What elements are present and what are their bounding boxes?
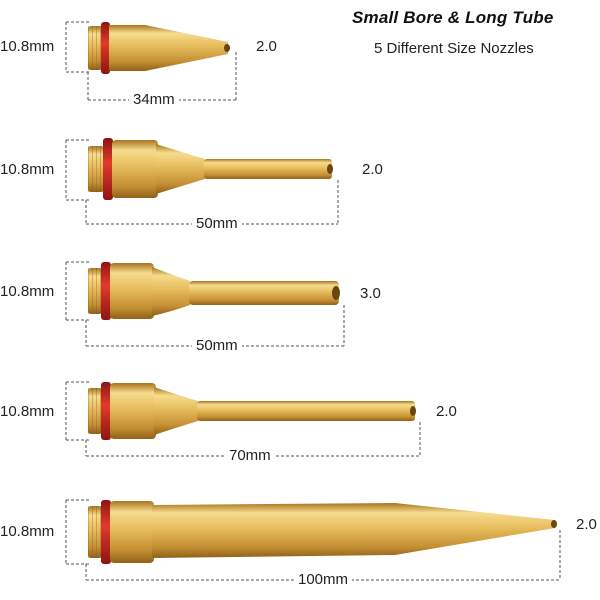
nozzle-50mm-bore-2	[65, 138, 339, 225]
diameter-label: 10.8mm	[0, 38, 55, 55]
nozzle-50mm-bore-3	[65, 261, 345, 347]
length-label: 34mm	[129, 91, 179, 108]
diameter-label: 10.8mm	[0, 161, 55, 178]
bore-label: 2.0	[256, 38, 277, 55]
nozzle-34mm	[65, 21, 237, 101]
diameter-label: 10.8mm	[0, 283, 55, 300]
length-label: 100mm	[294, 571, 353, 588]
nozzle-70mm	[65, 381, 421, 457]
header-subtitle: 5 Different Size Nozzles	[374, 40, 534, 57]
length-label: 70mm	[225, 447, 275, 464]
bore-label: 2.0	[436, 403, 457, 420]
bore-label: 2.0	[362, 161, 383, 178]
length-label: 50mm	[192, 337, 242, 354]
bore-label: 2.0	[576, 516, 597, 533]
header-title: Small Bore & Long Tube	[352, 8, 554, 27]
diameter-label: 10.8mm	[0, 403, 55, 420]
diameter-label: 10.8mm	[0, 523, 55, 540]
length-label: 50mm	[192, 215, 242, 232]
bore-label: 3.0	[360, 285, 381, 302]
nozzle-100mm	[65, 499, 561, 581]
